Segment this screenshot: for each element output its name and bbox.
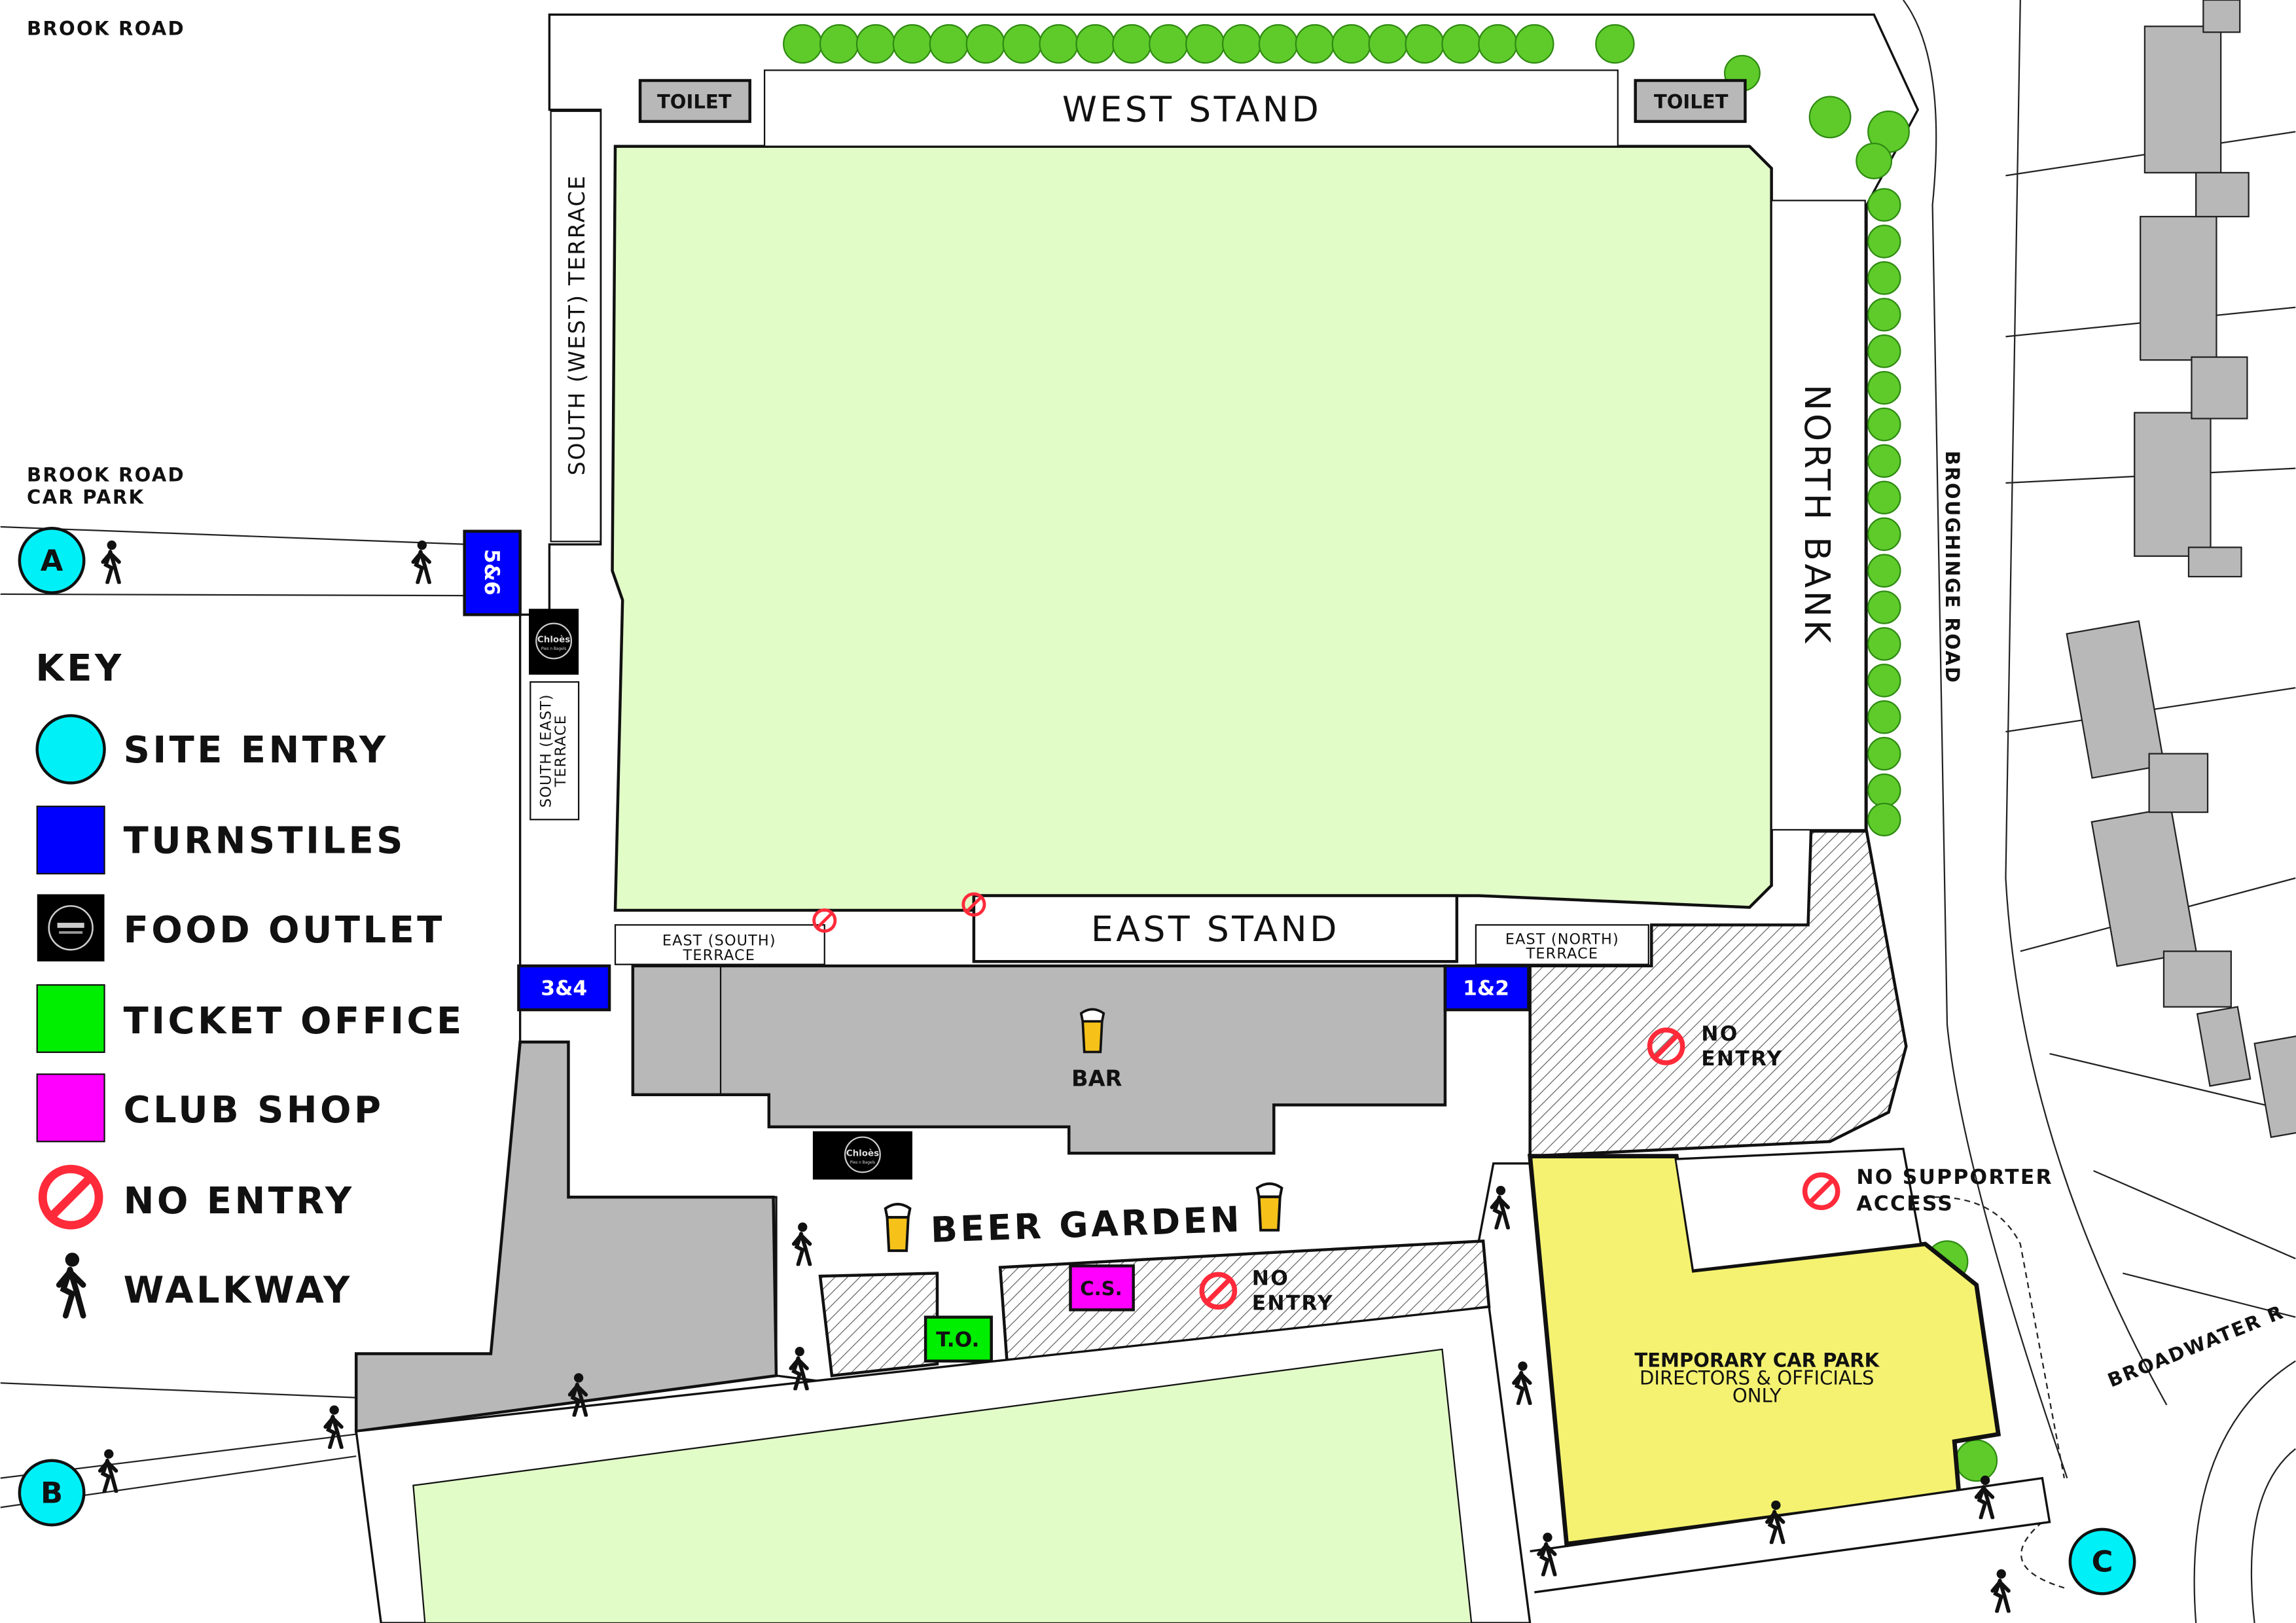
south-east-terrace-label-1: SOUTH (EAST) [538,694,555,808]
site-entry-a-label: A [41,543,63,578]
key-item-label: NO ENTRY [124,1180,355,1222]
key-item-label: TURNSTILES [124,820,406,863]
toilet-west [638,79,751,123]
east-north-terrace-label-1: EAST (NORTH) [1505,931,1619,948]
hatched-area-ticket-office [818,1272,939,1378]
club-shop[interactable] [1069,1264,1135,1311]
beer-icon [886,1204,910,1251]
bar-label: BAR [1071,1065,1122,1091]
food-logo-subtext: Pies n Bagels [541,647,566,651]
site-entry-swatch [35,714,106,785]
walking-person-icon [59,1253,83,1315]
car-park-line3: ONLY [1732,1384,1782,1406]
east-south-terrace [614,924,825,965]
site-entry-a[interactable]: A [18,527,86,594]
car-park-line2: DIRECTORS & OFFICIALS [1640,1366,1874,1389]
site-entry-c-label: C [2092,1544,2113,1579]
map-key: KEY SITE ENTRY TURNSTILES FOOD OUTLET TI… [35,647,465,1316]
lower-pitch [412,1348,1473,1623]
key-item-label: FOOD OUTLET [124,909,445,952]
turnstile-1-2-label: 1&2 [1463,977,1509,1001]
east-stand [972,894,1459,963]
walkway-icon [1992,1569,2009,1611]
turnstile-3-4-label: 3&4 [541,977,587,1001]
west-building [354,1040,778,1433]
turnstile-swatch [36,806,105,875]
beer-icon [1257,1184,1282,1230]
main-pitch [611,145,1773,912]
toilet-east-label: TOILET [1654,90,1729,113]
houses [2066,0,2296,1139]
food-outlet-south[interactable]: Chloès Pies n Bagels [529,609,579,675]
food-logo-subtext: Pies n Bagels [850,1161,875,1165]
broadwater-road-label: BROADWATER R [2104,1300,2287,1391]
west-stand [763,69,1619,147]
north-bank-label: NORTH BANK [1797,384,1838,645]
brook-road-label: BROOK ROAD [27,18,185,40]
walkway-icon [103,541,119,582]
no-entry-label-2: ENTRY [1701,1047,1783,1071]
trees [783,24,1998,1482]
east-north-terrace-label-2: TERRACE [1526,946,1598,963]
turnstile-5-6[interactable]: 5&6 [463,529,522,616]
food-outlet-swatch [37,894,105,962]
no-entry-area-north [1528,829,1908,1158]
key-item-label: CLUB SHOP [124,1089,384,1132]
key-item-label: WALKWAY [124,1269,353,1311]
south-east-terrace [529,681,580,821]
walkway-icon [325,1405,342,1447]
walkway-icon [1492,1186,1509,1228]
turnstile-3-4[interactable]: 3&4 [517,964,611,1012]
turnstile-5-6-label: 5&6 [480,549,503,596]
club-shop-label: C.S. [1080,1277,1122,1300]
south-west-terrace-label: SOUTH (WEST) TERRACE [564,174,590,475]
east-north-terrace [1475,924,1649,965]
key-item-label: TICKET OFFICE [124,1000,465,1043]
no-entry-label-2: ENTRY [1252,1291,1334,1315]
site-entry-b[interactable]: B [18,1459,86,1527]
toilet-west-label: TOILET [657,90,732,113]
walkway-icon [100,1450,117,1491]
car-park-label-2: CAR PARK [27,486,145,508]
food-outlet-beer-garden[interactable]: Chloès Pies n Bagels [812,1131,912,1180]
east-south-terrace-label-1: EAST (SOUTH) [662,933,776,950]
ticket-office-label: T.O. [936,1328,979,1351]
no-entry-icon [43,1169,99,1225]
no-supporter-label-1: NO SUPPORTER [1856,1166,2053,1189]
east-south-terrace-label-2: TERRACE [683,947,755,964]
ticket-office-swatch [36,984,105,1053]
walkway-icon [413,541,429,582]
turnstile-1-2[interactable]: 1&2 [1443,964,1530,1012]
ticket-office[interactable] [924,1315,993,1363]
south-west-terrace [550,110,601,543]
key-item-label: SITE ENTRY [124,729,389,772]
car-park-label-1: BROOK ROAD [27,464,185,486]
broughinge-road-label: BROUGHINGE ROAD [1941,451,1964,684]
no-entry-label-1: NO [1701,1022,1738,1046]
bar-building [631,964,1447,1155]
toilet-east [1634,79,1747,123]
bar-beer-icon [1079,1008,1105,1054]
food-logo-text: Chloès [537,635,570,645]
key-title: KEY [35,647,124,690]
east-stand-label: EAST STAND [1091,908,1340,950]
walkway-icon [1514,1361,1530,1403]
no-supporter-label-2: ACCESS [1856,1192,1954,1215]
club-shop-swatch [36,1073,105,1143]
no-entry-label-1: NO [1252,1266,1289,1290]
food-logo-text: Chloès [846,1149,879,1159]
car-park-title: TEMPORARY CAR PARK [1634,1349,1880,1372]
west-stand-label: WEST STAND [1062,89,1321,130]
site-entry-c[interactable]: C [2068,1527,2136,1596]
south-east-terrace-label-2: TERRACE [552,715,569,787]
site-entry-b-label: B [41,1476,63,1510]
